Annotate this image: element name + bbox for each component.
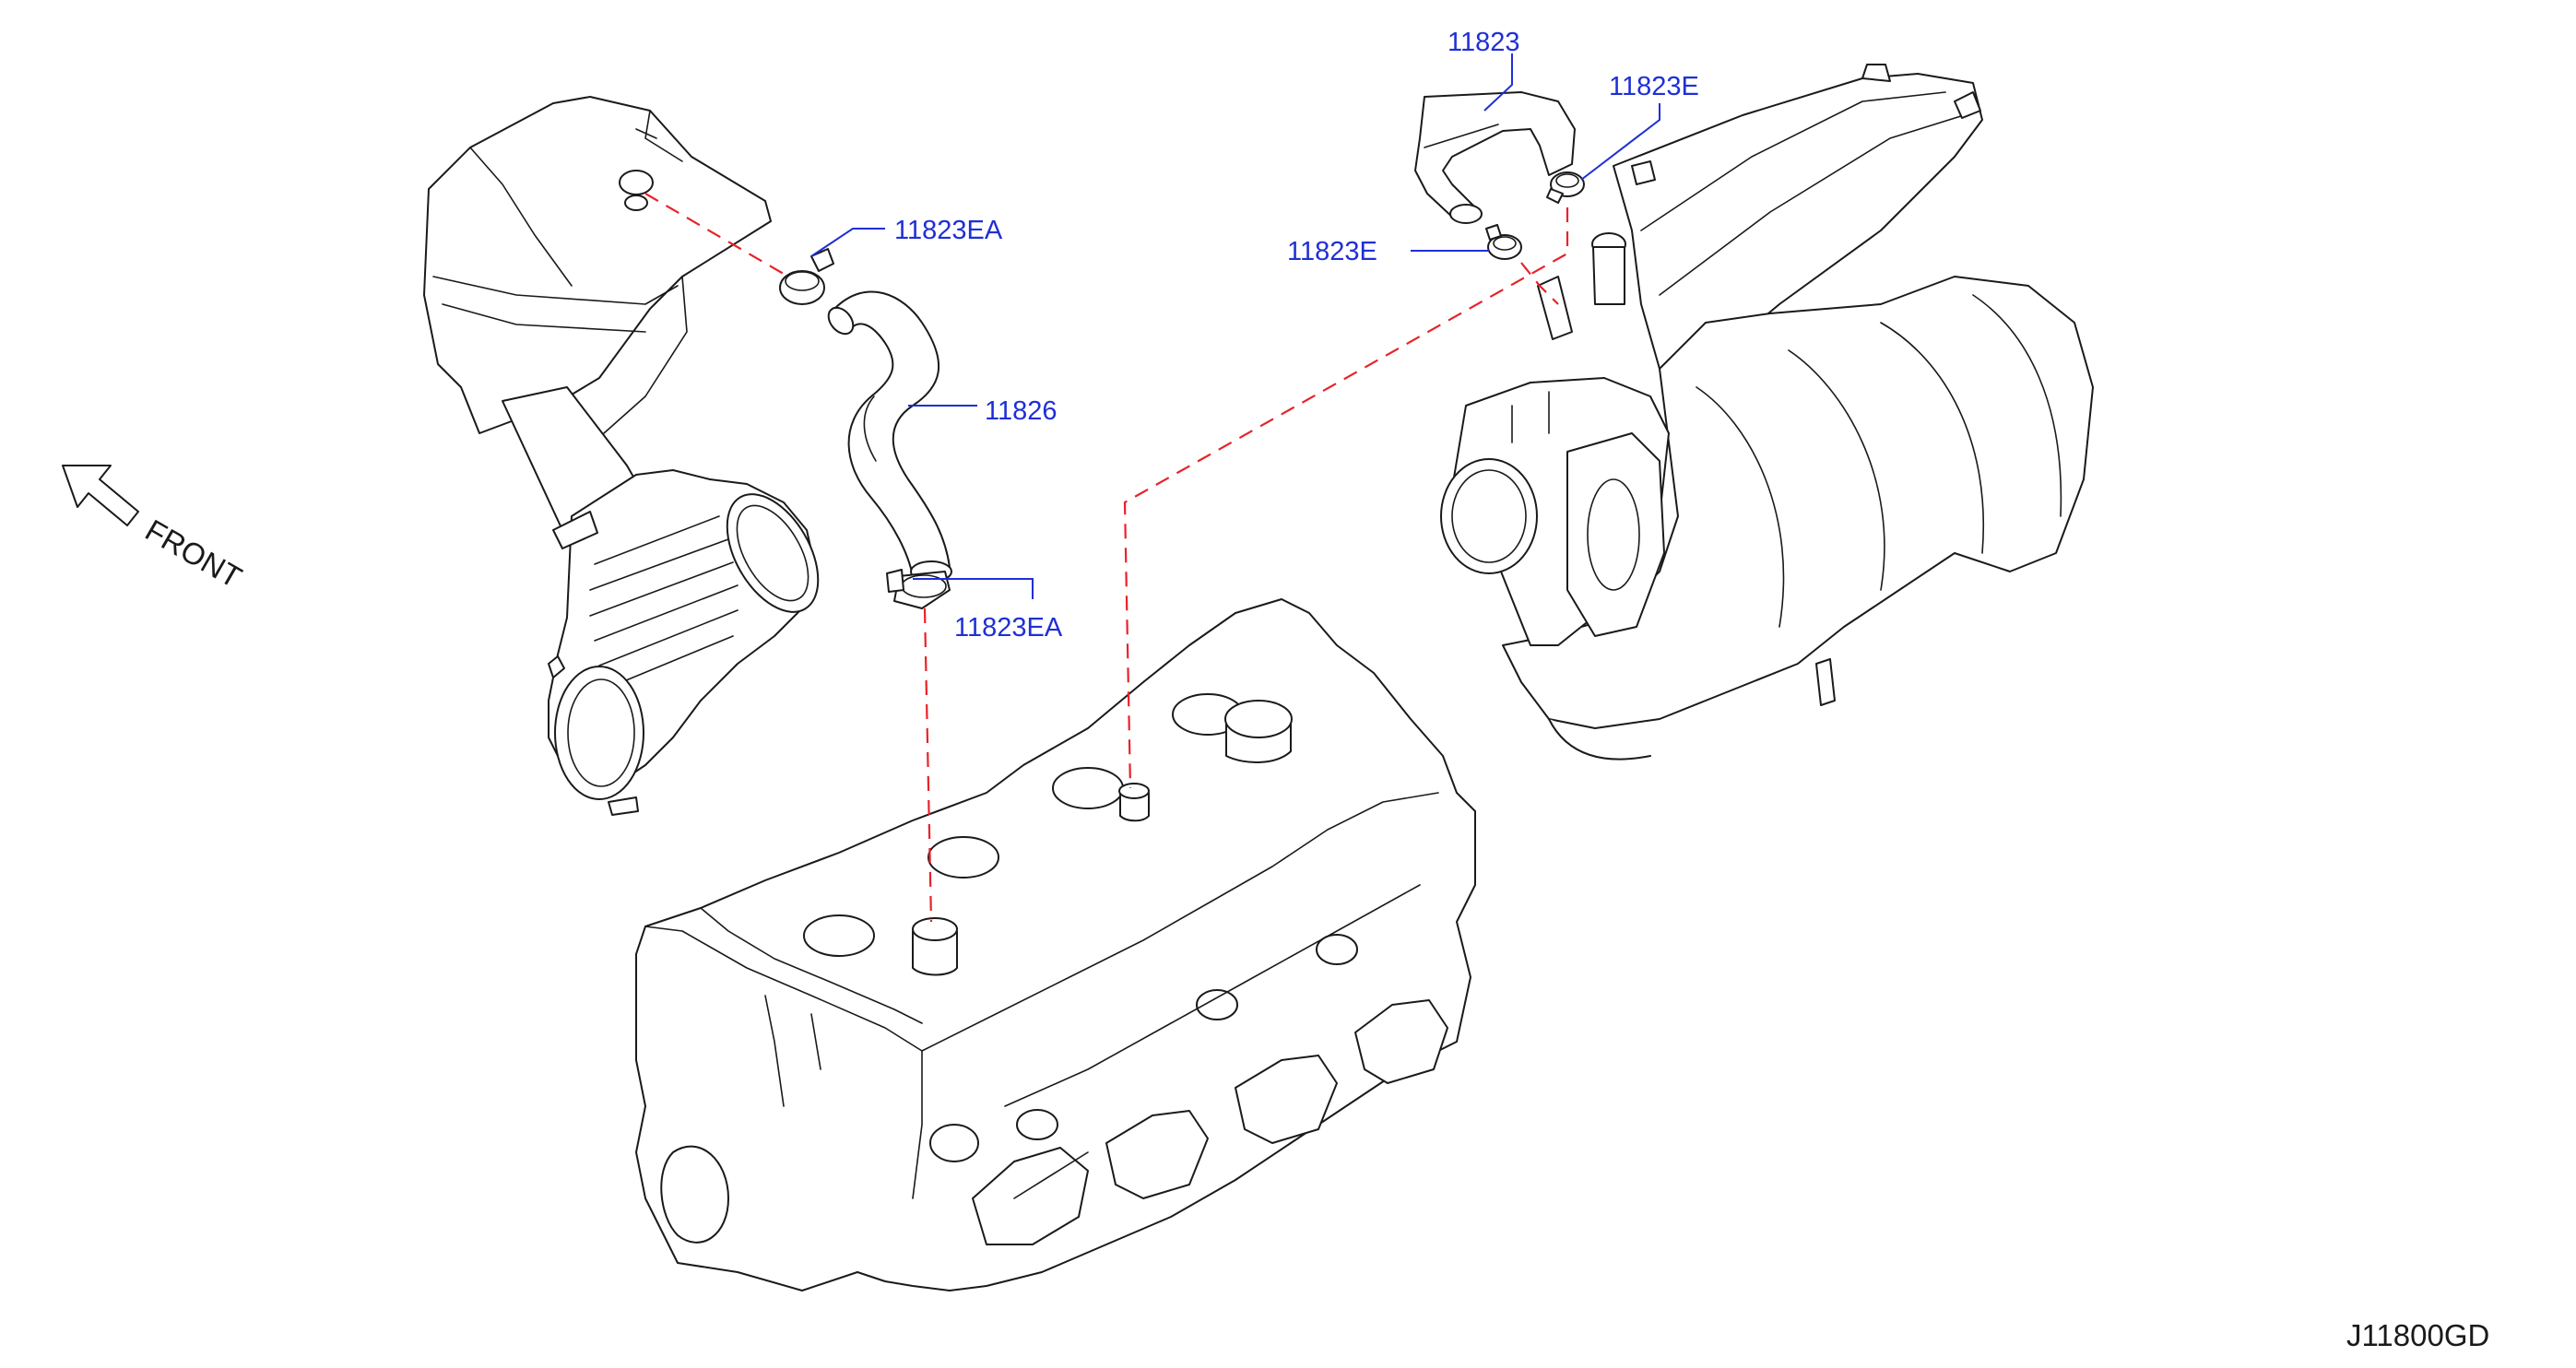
- callout-leaders: [810, 53, 1660, 599]
- clamp-upper-left: [1485, 224, 1522, 260]
- cylinder-head: [635, 598, 1476, 1291]
- dash-clamp-to-head: [923, 607, 933, 923]
- callout-clamp-upper-left: 11823E: [1287, 237, 1377, 266]
- dash-manifold-to-head: [1123, 207, 1569, 789]
- callout-clamp-upper-right: 11823E: [1609, 72, 1699, 101]
- front-arrow-icon: [62, 465, 139, 526]
- air-cleaner-cover: [423, 96, 772, 434]
- clamp-upper-right: [1546, 171, 1585, 204]
- intake-manifold: [1440, 64, 2094, 761]
- callout-clamp-air-duct: 11823EA: [894, 216, 1003, 245]
- hose-upper: [1414, 91, 1576, 224]
- callout-hose-main: 11826: [985, 396, 1058, 426]
- clamp-air-duct: [779, 248, 834, 305]
- callout-hose-upper: 11823: [1448, 28, 1520, 57]
- front-label: FRONT: [140, 513, 248, 595]
- connection-lines: [644, 193, 1569, 923]
- callout-labels: 11823 11823E 11823E 11823EA 11826 11823E…: [894, 28, 1699, 643]
- dash-cover-to-clamp: [644, 193, 789, 277]
- dash-clamp-to-manifold: [1520, 262, 1559, 305]
- clamp-head: [886, 569, 951, 609]
- air-intake-duct: [502, 386, 820, 816]
- callout-clamp-head: 11823EA: [954, 613, 1063, 643]
- hose-main: [827, 290, 952, 583]
- front-indicator: FRONT: [62, 465, 248, 595]
- diagram-code: J11800GD: [2346, 1318, 2489, 1352]
